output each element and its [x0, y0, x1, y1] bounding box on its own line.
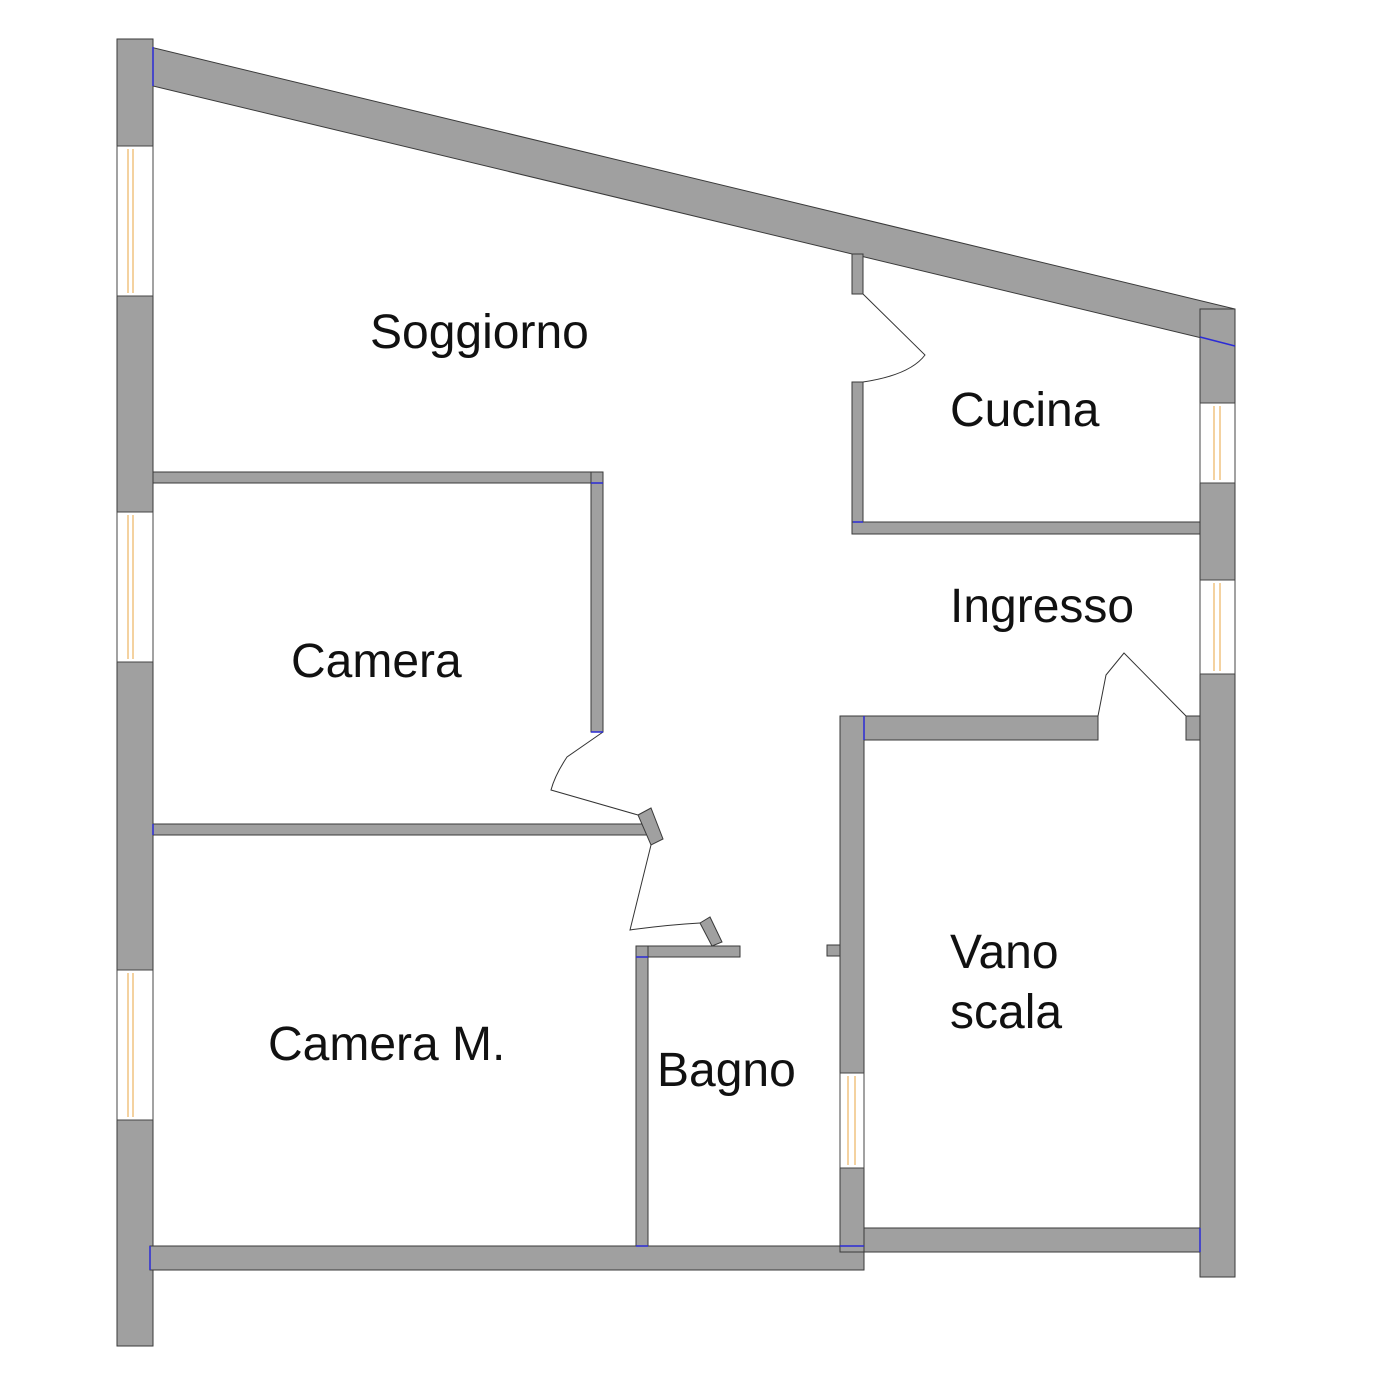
room-label-cucina: Cucina	[950, 384, 1100, 437]
cucina-left-wall-upper	[851, 253, 864, 295]
cucina-left-wall-lower	[851, 381, 864, 535]
cucina-bottom-wall	[851, 521, 1201, 535]
room-label-vano-scala-line1: Vano	[950, 926, 1059, 979]
camera-m-door-swing	[629, 844, 701, 931]
bagno-door-jamb	[699, 916, 723, 947]
room-label-soggiorno: Soggiorno	[370, 306, 589, 359]
camera-door-jamb	[637, 807, 664, 846]
camera-bottom-wall	[152, 823, 649, 836]
camera-door-swing	[550, 731, 639, 816]
bagno-door-stub	[826, 944, 842, 957]
bottom-exterior-wall	[149, 1245, 865, 1271]
camera-top-wall	[152, 471, 604, 484]
stair-bottom-wall	[862, 1227, 1201, 1253]
window-soggiorno-left	[116, 145, 154, 297]
window-camera-m-left	[116, 969, 154, 1121]
bagno-top-wall	[635, 945, 741, 958]
window-bagno-stair	[839, 1072, 865, 1169]
ingresso-door-stub	[1185, 715, 1201, 741]
room-label-vano-scala-line2: scala	[950, 986, 1062, 1039]
stair-top-wall	[839, 715, 1099, 741]
bagno-left-wall	[635, 945, 649, 1247]
stair-left-wall	[839, 715, 865, 1253]
window-cucina-right	[1199, 402, 1236, 484]
cad-markers	[149, 47, 1236, 1270]
room-label-camera: Camera	[291, 635, 462, 688]
room-label-ingresso: Ingresso	[950, 580, 1134, 633]
cucina-door-swing	[862, 293, 926, 383]
room-label-bagno: Bagno	[657, 1044, 796, 1097]
window-ingresso-right	[1199, 579, 1236, 675]
room-label-camera-m: Camera M.	[268, 1018, 505, 1071]
window-camera-left	[116, 511, 154, 663]
camera-right-wall	[590, 471, 604, 733]
top-slanted-wall	[116, 38, 1236, 347]
ingresso-door-swing	[1097, 652, 1187, 717]
